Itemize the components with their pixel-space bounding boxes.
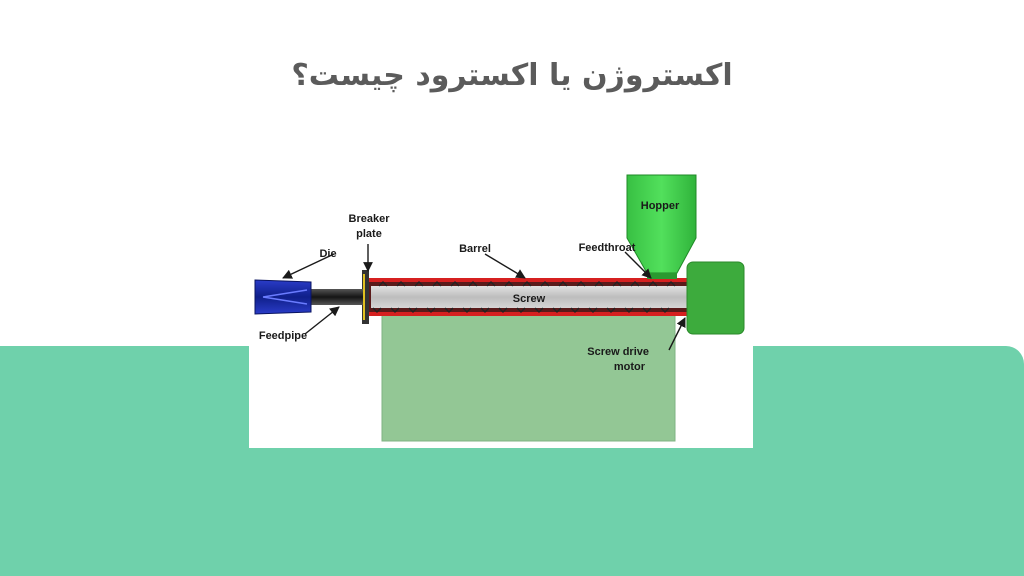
screw	[371, 286, 687, 308]
feedthroat-arrow	[624, 251, 652, 279]
label-die: Die	[319, 248, 336, 260]
hopper	[626, 174, 697, 274]
breaker-plate-highlight	[363, 274, 365, 320]
label-screw: Screw	[513, 293, 546, 305]
extruder-diagram: Hopper Breaker plate Die Barrel Feedthro…	[249, 170, 753, 448]
screw-flights-top	[378, 281, 676, 287]
screw-flights-bottom	[372, 307, 670, 313]
label-breaker-plate-line1: Breaker	[349, 213, 391, 225]
label-feedpipe: Feedpipe	[259, 330, 307, 342]
motor-arrow	[668, 317, 686, 351]
page-title: اکستروژن یا اکسترود چیست؟	[291, 58, 733, 93]
die-detail	[262, 289, 308, 305]
die-arrow	[282, 253, 335, 279]
feedthroat	[647, 273, 677, 279]
machine-stand	[381, 307, 676, 442]
screw-drive-motor	[686, 261, 745, 335]
die	[254, 279, 312, 315]
label-breaker-plate-line2: plate	[356, 228, 382, 240]
extruder-diagram-svg: Hopper Breaker plate Die Barrel Feedthro…	[254, 174, 745, 442]
label-feedthroat: Feedthroat	[579, 242, 636, 254]
label-hopper: Hopper	[641, 200, 680, 212]
label-barrel: Barrel	[459, 243, 491, 255]
label-screw-drive-motor-line2: motor	[614, 361, 646, 373]
feedpipe-arrow	[304, 306, 340, 335]
label-screw-drive-motor-line1: Screw drive	[587, 346, 649, 358]
breaker-plate	[362, 270, 369, 324]
barrel-arrow	[484, 253, 526, 279]
feedpipe	[311, 289, 363, 305]
